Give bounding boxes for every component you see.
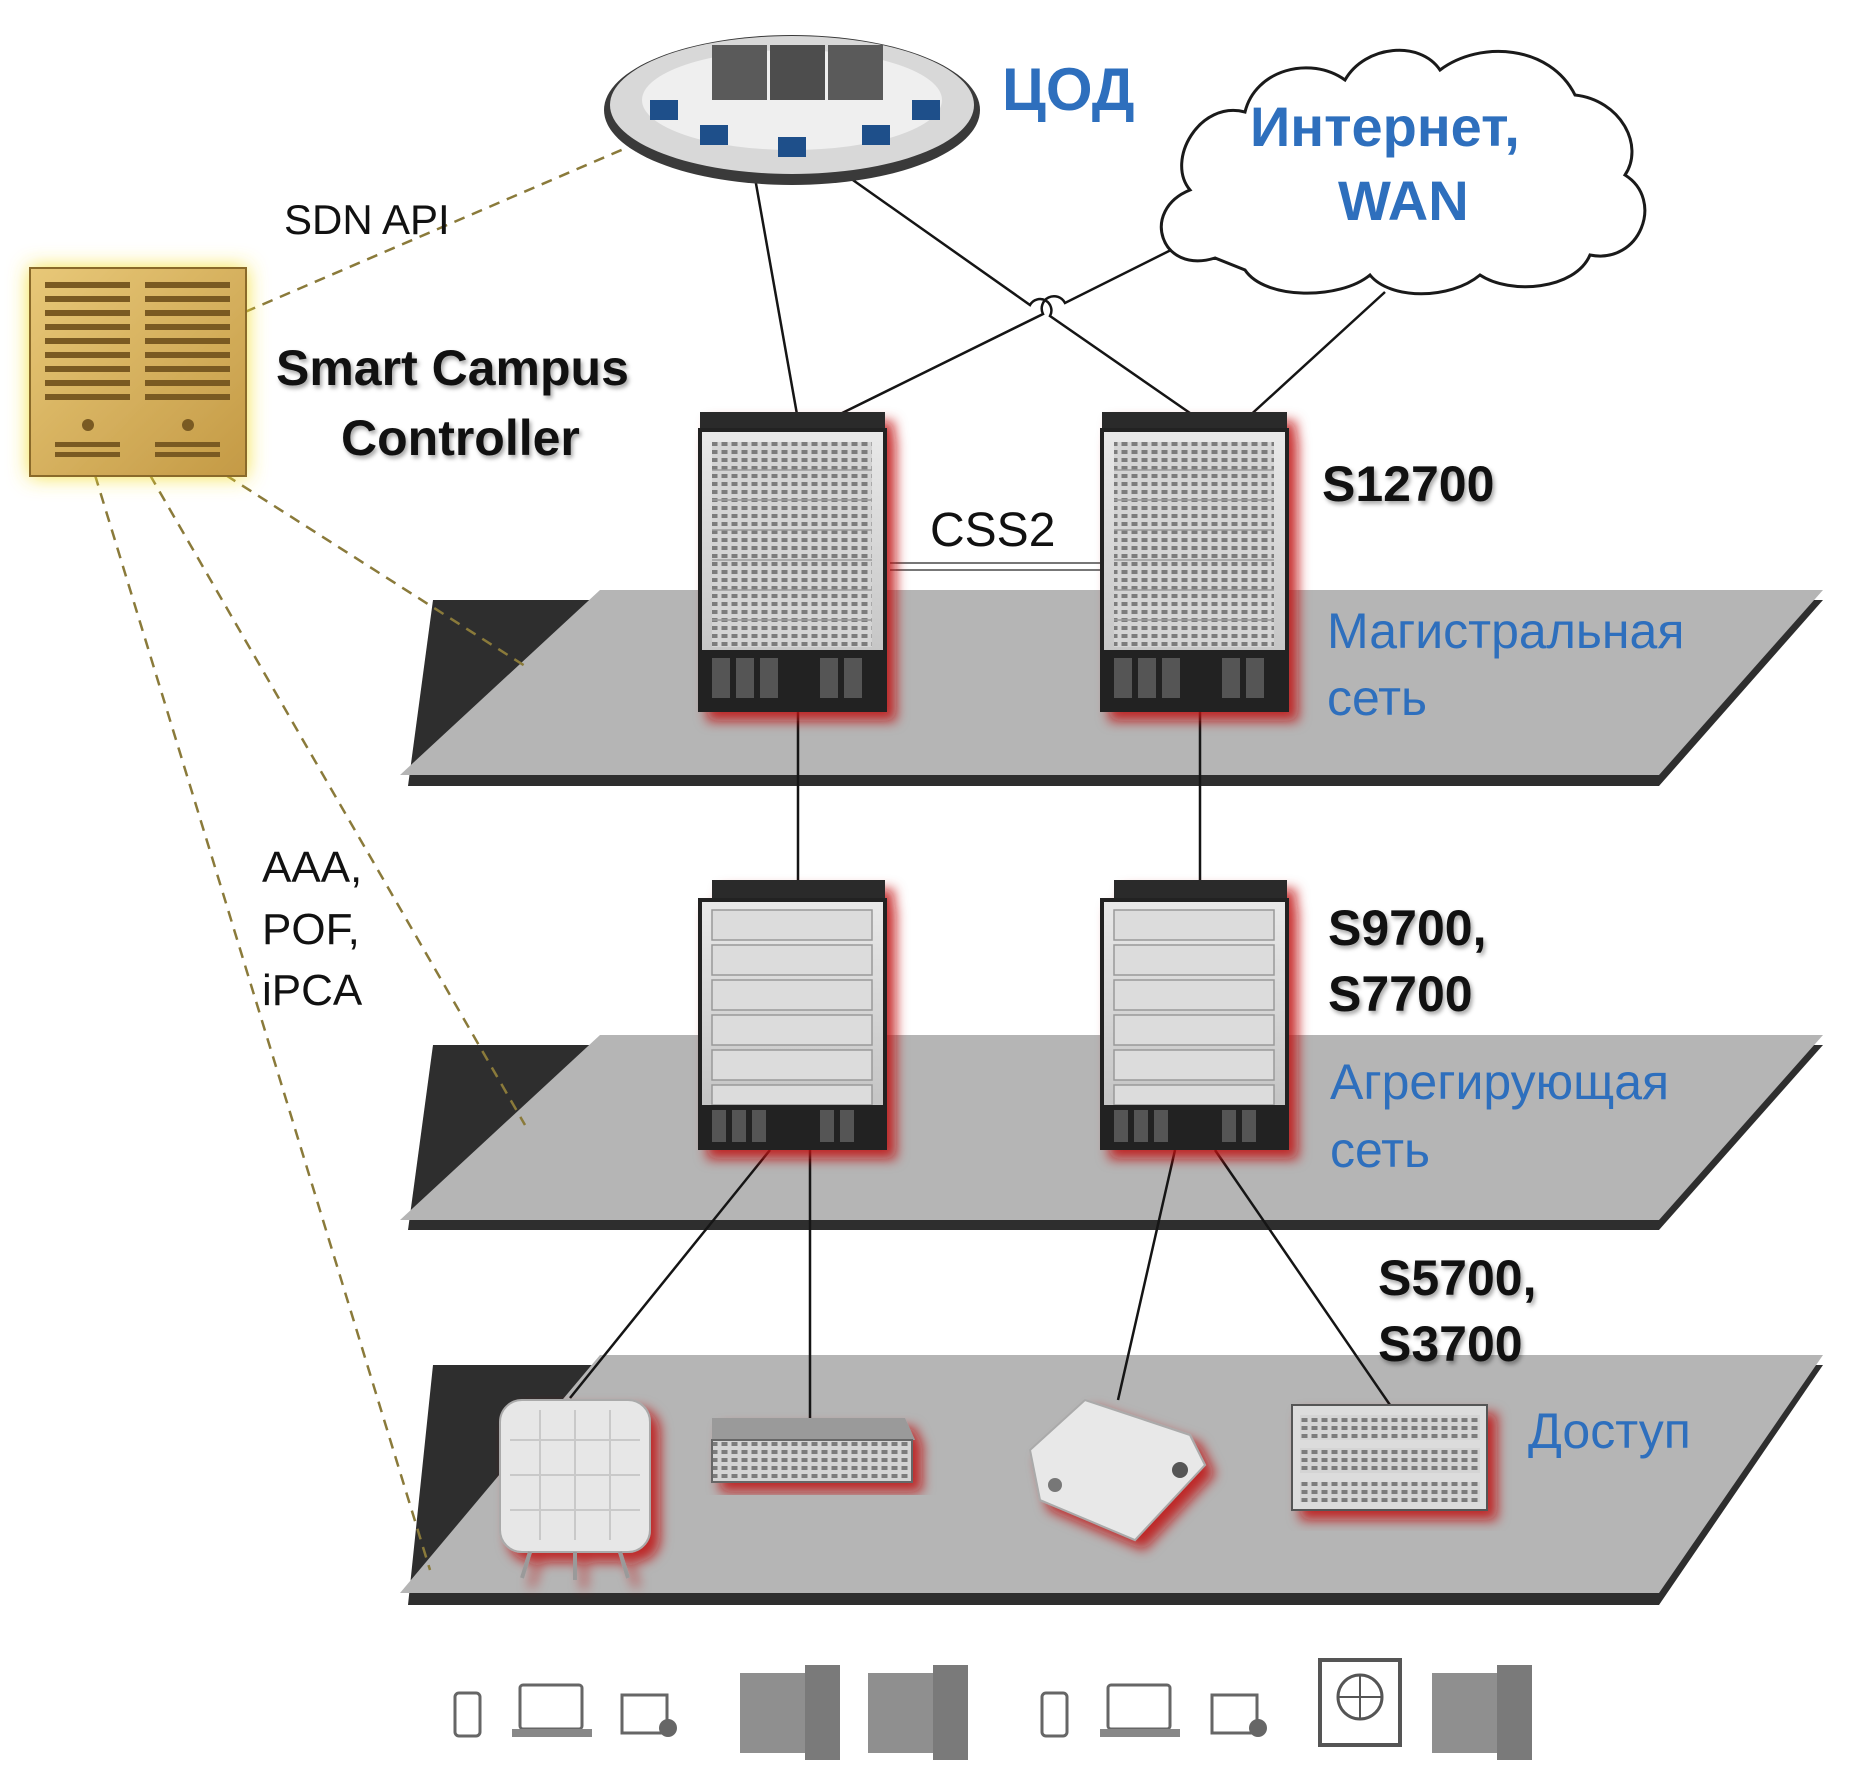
protocols-label-line3: iPCA [262, 966, 363, 1015]
network-links [569, 176, 1392, 1418]
sdn-api-label: SDN API [284, 196, 450, 243]
internet-label-line1: Интернет, [1250, 95, 1520, 158]
agg-layer-label-line1: Агрегирующая [1330, 1054, 1670, 1110]
agg-switch-right [1100, 880, 1289, 1150]
access-model-label-line1: S5700, [1378, 1250, 1537, 1306]
phone-icon [1040, 1691, 1069, 1738]
css2-label: CSS2 [930, 504, 1056, 557]
core-switch-left [698, 412, 887, 712]
agg-switch-left [698, 880, 887, 1150]
payment-terminal-icon [620, 1693, 677, 1737]
controller-links [93, 140, 641, 1571]
web-terminal-icon [1318, 1658, 1402, 1747]
access-layer-label: Доступ [1528, 1403, 1691, 1459]
access-model-label-line2: S3700 [1378, 1316, 1523, 1372]
protocols-label-line2: POF, [262, 905, 360, 954]
protocols-label-line1: AAA, [262, 843, 363, 892]
phone-icon [453, 1691, 482, 1738]
stackable-switch-icon [711, 1418, 915, 1483]
laptop-wifi-icon [1100, 1683, 1180, 1737]
controller-label-line2: Controller [341, 410, 580, 466]
agg-model-label-line1: S9700, [1328, 900, 1487, 956]
core-layer-label-line1: Магистральная [1327, 603, 1685, 659]
wireless-ap-icon [499, 1399, 651, 1580]
controller-label-line1: Smart Campus [276, 340, 629, 396]
core-switch-right [1100, 412, 1289, 712]
desktop-pc-icon [868, 1665, 968, 1760]
datacenter-icon [604, 35, 980, 185]
outdoor-ap-icon [1028, 1398, 1207, 1542]
internet-label-line2: WAN [1338, 169, 1469, 232]
cloud-icon [1160, 48, 1647, 296]
core-model-label: S12700 [1322, 456, 1495, 512]
agg-model-label-line2: S7700 [1328, 966, 1473, 1022]
modular-access-switch [1291, 1404, 1488, 1511]
laptop-wifi-icon [512, 1683, 592, 1737]
server-icon [29, 267, 247, 477]
payment-terminal-icon [1210, 1693, 1267, 1737]
endpoint-row [453, 1658, 1532, 1760]
desktop-pc-icon [1432, 1665, 1532, 1760]
datacenter-label: ЦОД [1002, 56, 1135, 123]
agg-layer-label-line2: сеть [1330, 1122, 1431, 1178]
desktop-pc-icon [740, 1665, 840, 1760]
css2-link [890, 562, 1105, 571]
core-layer-label-line2: сеть [1327, 670, 1428, 726]
